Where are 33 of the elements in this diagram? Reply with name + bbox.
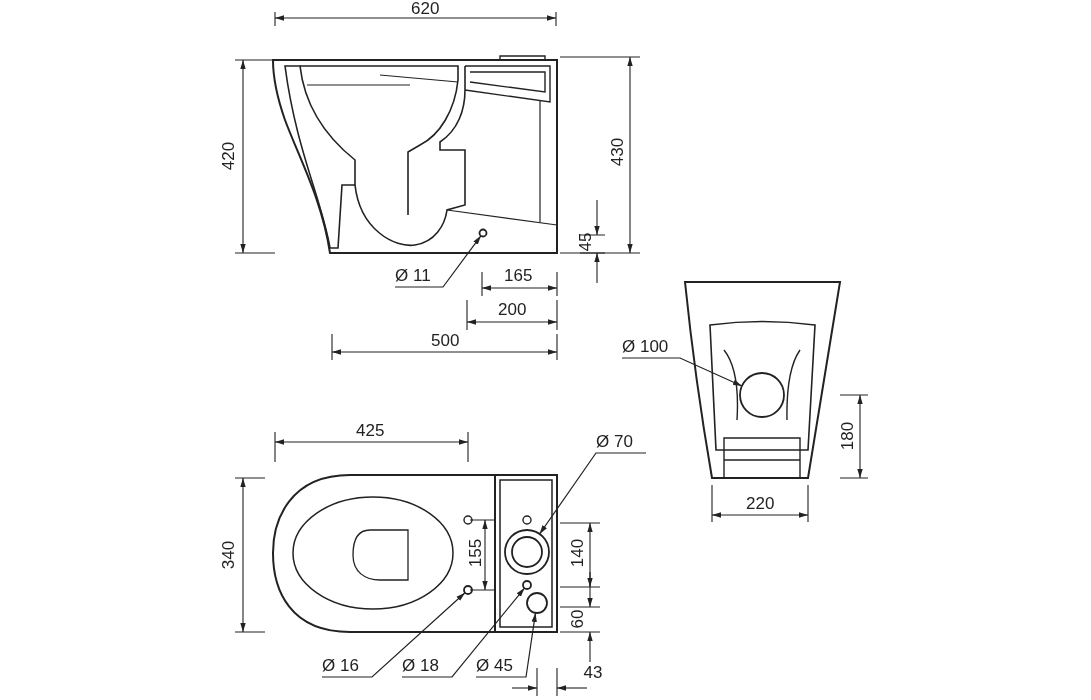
dimension-label: 500 bbox=[431, 331, 460, 351]
dimension-label: 425 bbox=[356, 421, 385, 441]
drain-hole bbox=[478, 228, 488, 238]
leader-line bbox=[621, 357, 743, 387]
fixing-hole bbox=[522, 580, 532, 590]
dimension-label: 180 bbox=[838, 421, 859, 451]
dimension-label: 200 bbox=[498, 300, 527, 320]
button-hole bbox=[526, 592, 548, 614]
leader-line bbox=[394, 235, 482, 288]
dimension-label: 420 bbox=[219, 141, 240, 171]
flush-valve-opening bbox=[504, 529, 550, 575]
leader-line bbox=[401, 587, 526, 678]
diameter-label: Ø 16 bbox=[322, 656, 360, 676]
dimension-label: 220 bbox=[746, 494, 775, 514]
dimension-label: 340 bbox=[219, 540, 240, 570]
diameter-label: Ø 100 bbox=[622, 337, 670, 357]
dimension-label: 140 bbox=[568, 538, 589, 568]
outlet-opening bbox=[739, 372, 785, 418]
dimension-label: 60 bbox=[567, 609, 588, 629]
diameter-label: Ø 70 bbox=[596, 432, 634, 452]
diameter-label: Ø 18 bbox=[402, 656, 440, 676]
fixing-hole bbox=[463, 585, 473, 595]
leader-line bbox=[475, 612, 537, 678]
leader-line bbox=[321, 592, 466, 678]
dimension-label: 43 bbox=[583, 663, 603, 683]
diameter-label: Ø 45 bbox=[476, 656, 514, 676]
dimension-label: 620 bbox=[411, 0, 440, 19]
dimension-label: 165 bbox=[504, 266, 533, 286]
diameter-label: Ø 11 bbox=[395, 266, 432, 286]
dimension-label: 155 bbox=[466, 538, 487, 568]
dimension-label: 45 bbox=[575, 232, 596, 252]
dimension-label: 430 bbox=[608, 137, 629, 167]
leader-line bbox=[539, 452, 647, 535]
